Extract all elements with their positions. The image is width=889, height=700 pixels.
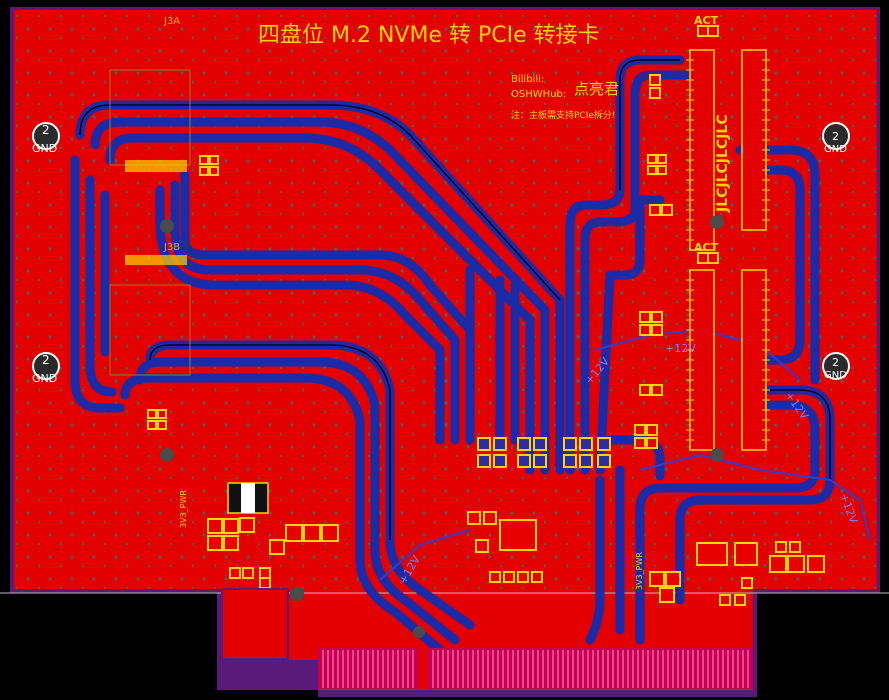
jlc-marking: JLCJLCJLCJLC [715,114,731,213]
led-label-act-top: ACT [694,14,719,27]
mount-hole-net-2: 2 [42,353,50,367]
pwr-label-left: 3V3_PWR [179,490,188,528]
pcie-gold-fingers [318,648,753,690]
mount-hole-net-4: 2 [832,356,839,369]
credit-bilibili: Bilibili: [511,74,544,85]
pwr-label-right: 3V3_PWR [635,552,644,590]
mount-hole-net-3: 2 [832,130,839,143]
pcie-slot-key [221,588,289,660]
board-title: 四盘位 M.2 NVMe 转 PCIe 转接卡 [258,23,600,48]
smd-components [147,25,825,606]
m2-connector-left-bottom [109,255,191,376]
led-label-act-bottom: ACT [694,241,719,254]
mounting-holes [32,122,850,380]
credit-oshwhub: OSHWHub: [511,89,566,100]
m2-connector-left-top [109,69,191,172]
mount-hole-net-1: 2 [42,123,50,137]
mount-hole-label-1: GND [32,142,57,155]
mount-hole-labels: 2 GND 2 GND 2 GND 2 GND [32,123,847,385]
mount-hole-label-2: GND [32,372,57,385]
connector-ref-top: J3A [163,16,180,27]
author-name: 点亮君 [574,80,619,98]
bifurcation-note: 注：主板需支持PCIe拆分! [511,109,616,121]
large-vias [160,215,724,638]
diff-pair-outlines [79,59,831,540]
mount-hole-label-3: GND [824,144,847,155]
power-label-1: +12V [665,342,696,355]
mount-hole-label-4: GND [824,370,847,381]
connector-pin-ticks [686,59,770,441]
connector-ref-bottom: J3B [163,242,180,253]
